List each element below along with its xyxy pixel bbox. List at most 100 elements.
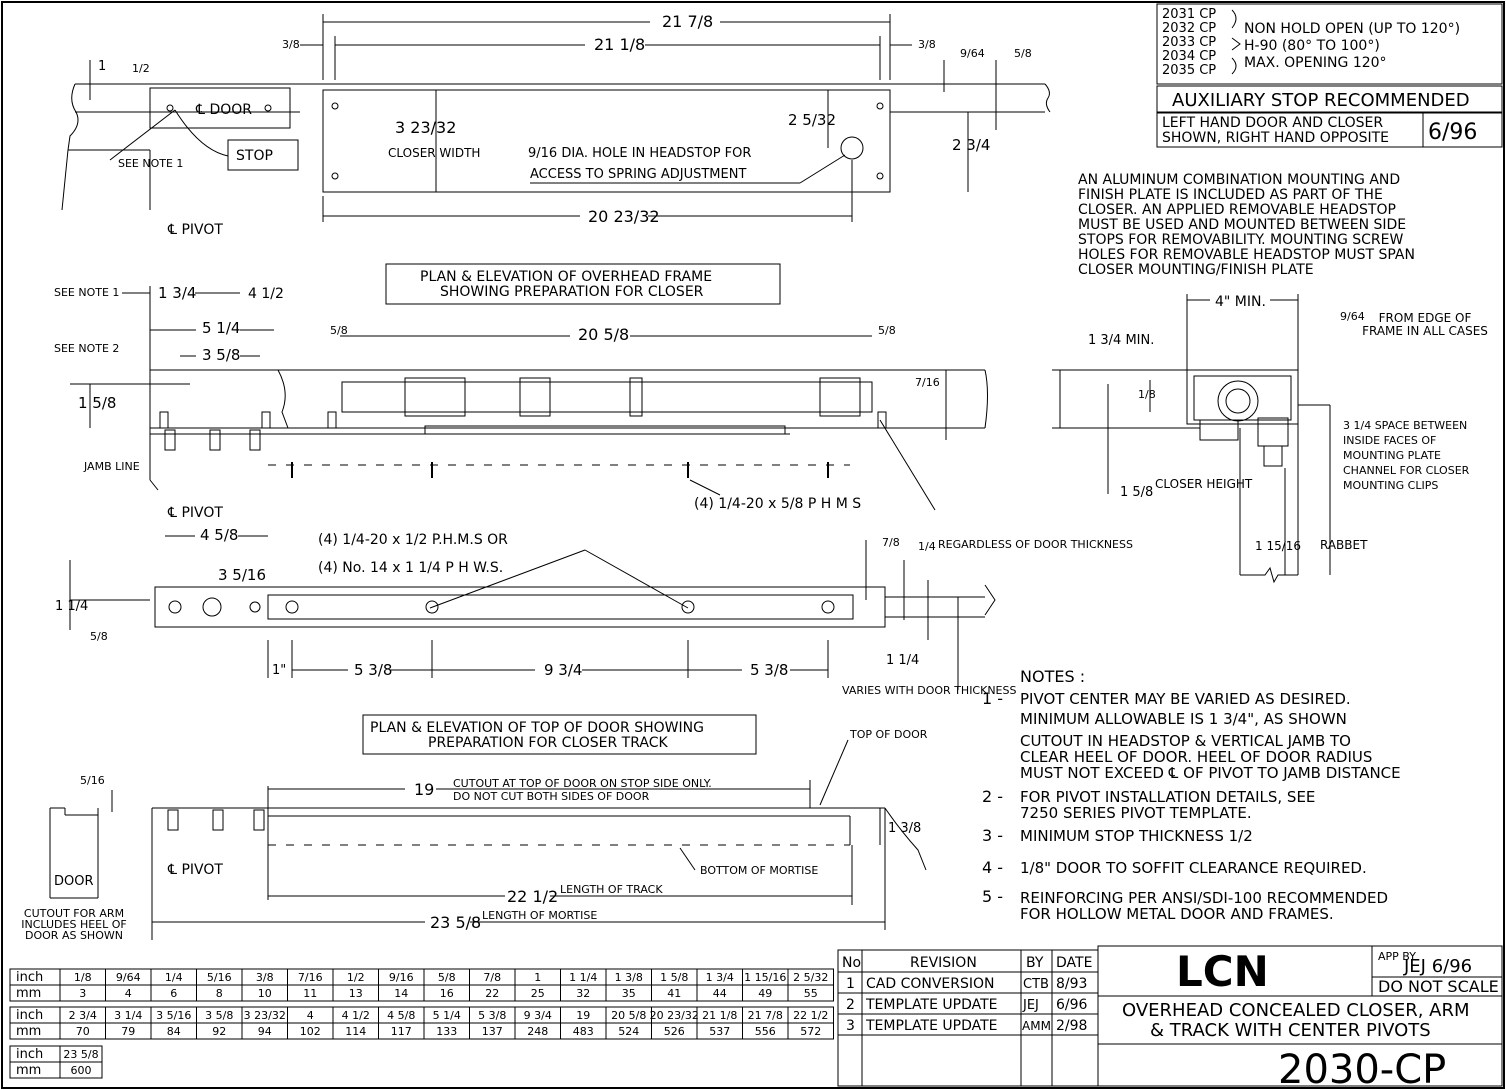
svg-text:HOLES FOR REMOVABLE HEADSTOP M: HOLES FOR REMOVABLE HEADSTOP MUST SPAN — [1078, 247, 1415, 263]
pivot-label-mortise: ℄ PIVOT — [167, 862, 223, 878]
dim-5-1-4: 5 1/4 — [202, 319, 240, 337]
conv-inch-cell: 1/4 — [165, 971, 183, 984]
varies-note: VARIES WITH DOOR THICKNESS — [842, 684, 1016, 697]
svg-text:CLOSER MOUNTING/FINISH PLATE: CLOSER MOUNTING/FINISH PLATE — [1078, 262, 1314, 278]
conv-inch-cell: 1 15/16 — [744, 971, 786, 984]
conv-mm-cell: 94 — [258, 1025, 272, 1038]
conv-inch-cell: 4 5/8 — [387, 1009, 415, 1022]
conv-mm-cell: 3 — [79, 987, 86, 1000]
rabbet-detail: 4" MIN. 9/64 FROM EDGE OF FRAME IN ALL C… — [1052, 294, 1488, 584]
conv-mm-cell: 537 — [709, 1025, 730, 1038]
bottom-of-mortise-label: BOTTOM OF MORTISE — [700, 864, 818, 877]
svg-text:CLOSER. AN APPLIED REMOVABLE H: CLOSER. AN APPLIED REMOVABLE HEADSTOP — [1078, 202, 1396, 218]
dim-21-7-8: 21 7/8 — [662, 12, 713, 31]
dim-2-3-4: 2 3/4 — [952, 136, 990, 154]
dim-3-23-32: 3 23/32 — [395, 118, 456, 137]
dim-1-4: 1/4 — [918, 540, 936, 553]
model-2031: 2031 CP — [1162, 7, 1216, 22]
svg-text:MINIMUM STOP THICKNESS 1/2: MINIMUM STOP THICKNESS 1/2 — [1020, 827, 1253, 845]
svg-text:2: 2 — [846, 997, 855, 1013]
svg-text:CAD CONVERSION: CAD CONVERSION — [866, 976, 995, 992]
conv-mm-cell: 22 — [485, 987, 499, 1000]
model-2035: 2035 CP — [1162, 63, 1216, 78]
conv-mm-cell: 35 — [622, 987, 636, 1000]
svg-text:MUST NOT EXCEED ℄ OF PIVOT TO: MUST NOT EXCEED ℄ OF PIVOT TO JAMB DISTA… — [1020, 764, 1401, 782]
app-by-value: JEJ 6/96 — [1403, 956, 1472, 977]
conv-mm-cell: 13 — [349, 987, 363, 1000]
conv-inch-cell: 1/8 — [74, 971, 92, 984]
conv-mm-cell: 14 — [394, 987, 408, 1000]
track-slot — [267, 594, 854, 620]
door-top-plan — [154, 586, 886, 628]
date-code: 6/96 — [1428, 120, 1477, 145]
conv-mm-cell: 8 — [216, 987, 223, 1000]
dim-23-5-8: 23 5/8 — [430, 913, 481, 932]
conv-mm-cell: 92 — [212, 1025, 226, 1038]
conv-inch-cell: 5/16 — [207, 971, 232, 984]
screw-note-phms: (4) 1/4-20 x 5/8 P H M S — [694, 496, 861, 512]
svg-text:JEJ: JEJ — [1022, 998, 1039, 1013]
conv-mm-cell: 4 — [125, 987, 132, 1000]
conv-mm-cell: 117 — [391, 1025, 412, 1038]
dim-1-1-4-right: 1 1/4 — [886, 653, 919, 668]
door-elev-label-2: PREPARATION FOR CLOSER TRACK — [428, 735, 668, 751]
rabbet-label: RABBET — [1320, 538, 1368, 552]
from-edge-note: FROM EDGE OF FRAME IN ALL CASES — [1362, 312, 1488, 338]
conv-mm-cell: 248 — [527, 1025, 548, 1038]
conv-mm-cell: 114 — [345, 1025, 366, 1038]
stop-label: STOP — [236, 148, 273, 164]
rev-header-date: DATE — [1056, 955, 1092, 971]
dim-20-23-32: 20 23/32 — [588, 207, 660, 226]
hand-note-line-1: LEFT HAND DOOR AND CLOSER — [1162, 115, 1383, 131]
conv-inch-cell: 1 5/8 — [660, 971, 688, 984]
hole-note-2: ACCESS TO SPRING ADJUSTMENT — [530, 167, 746, 182]
spec-non-hold-open: NON HOLD OPEN (UP TO 120°) — [1244, 21, 1460, 37]
conv-inch-cell: 1 — [534, 971, 541, 984]
conv-inch-cell: 21 1/8 — [702, 1009, 737, 1022]
svg-text:7250 SERIES PIVOT TEMPLATE.: 7250 SERIES PIVOT TEMPLATE. — [1020, 804, 1252, 822]
conv-mm-cell: 32 — [576, 987, 590, 1000]
door-centerline-label: ℄ DOOR — [195, 102, 252, 118]
screw-note-b: (4) No. 14 x 1 1/4 P H W.S. — [318, 560, 503, 576]
dim-22-1-2: 22 1/2 — [507, 887, 558, 906]
conv-inch-cell: 7/8 — [483, 971, 501, 984]
do-not-scale: DO NOT SCALE — [1378, 977, 1499, 996]
conv-mm-cell: 600 — [71, 1064, 92, 1077]
svg-text:3 -: 3 - — [982, 826, 1003, 845]
cutout-top-note-2: DO NOT CUT BOTH SIDES OF DOOR — [453, 790, 650, 803]
conv-mm-cell: 6 — [170, 987, 177, 1000]
dim-3-5-8: 3 5/8 — [202, 346, 240, 364]
regardless-note: REGARDLESS OF DOOR THICKNESS — [938, 538, 1133, 551]
dim-1-15-16: 1 15/16 — [1255, 539, 1301, 553]
drawing-number: 2030-CP — [1278, 1047, 1446, 1090]
conversion-tables: inchmm1/839/6441/465/1683/8107/16111/213… — [9, 968, 834, 1079]
svg-text:3: 3 — [846, 1018, 855, 1034]
rev-header-no: No — [842, 955, 861, 971]
svg-text:MINIMUM ALLOWABLE IS 1 3/4", A: MINIMUM ALLOWABLE IS 1 3/4", AS SHOWN — [1020, 710, 1347, 728]
conv-inch-cell: 5/8 — [438, 971, 456, 984]
title-line-1: OVERHEAD CONCEALED CLOSER, ARM — [1122, 1000, 1470, 1021]
svg-text:TEMPLATE UPDATE: TEMPLATE UPDATE — [865, 1018, 998, 1034]
conv-mm-cell: 556 — [755, 1025, 776, 1038]
svg-text:MUST BE USED AND MOUNTED BETWE: MUST BE USED AND MOUNTED BETWEEN SIDE — [1078, 217, 1406, 233]
closer-plate — [322, 89, 891, 193]
cutout-top-note-1: CUTOUT AT TOP OF DOOR ON STOP SIDE ONLY. — [453, 777, 712, 790]
dim-1-8-rabbet: 1/8 — [1138, 388, 1156, 401]
svg-text:1: 1 — [846, 976, 855, 992]
aluminum-note: AN ALUMINUM COMBINATION MOUNTING AND FIN… — [1078, 172, 1415, 278]
conv-mm-cell: 102 — [300, 1025, 321, 1038]
pivot-label-frame: ℄ PIVOT — [167, 505, 223, 521]
conv-mm-label: mm — [16, 986, 41, 1001]
top-of-door-label: TOP OF DOOR — [849, 728, 928, 741]
length-of-mortise-label: LENGTH OF MORTISE — [482, 909, 597, 922]
conv-inch-cell: 20 23/32 — [650, 1009, 699, 1022]
dim-1-top: 1 — [98, 59, 106, 74]
dim-9-64-rabbet: 9/64 — [1340, 310, 1365, 323]
hand-note-line-2: SHOWN, RIGHT HAND OPPOSITE — [1162, 130, 1389, 146]
aux-stop-label: AUXILIARY STOP RECOMMENDED — [1172, 90, 1470, 111]
conv-mm-cell: 137 — [482, 1025, 503, 1038]
spring-access-hole — [840, 136, 864, 160]
door-section-label: DOOR — [54, 874, 94, 889]
see-note-2: SEE NOTE 2 — [54, 342, 119, 355]
